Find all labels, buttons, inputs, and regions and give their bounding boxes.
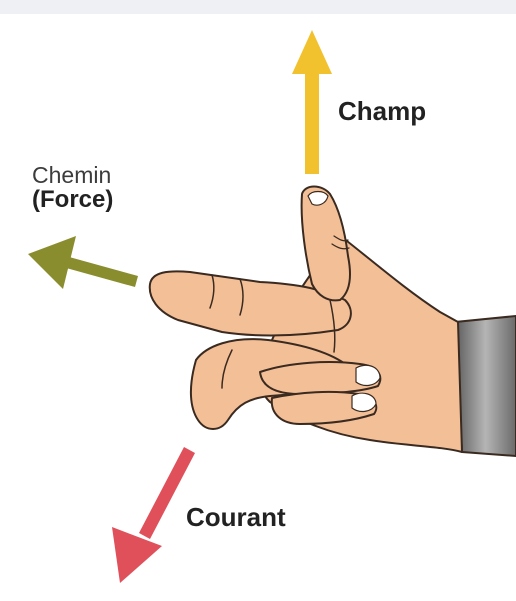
sleeve	[455, 316, 516, 456]
champ-label: Champ	[338, 96, 426, 127]
top-border	[0, 0, 516, 14]
force-label: (Force)	[32, 188, 113, 212]
ring-fingernail	[356, 365, 380, 385]
chemin-label: Chemin	[32, 164, 111, 187]
little-fingernail	[352, 393, 376, 411]
courant-label: Courant	[186, 502, 286, 533]
